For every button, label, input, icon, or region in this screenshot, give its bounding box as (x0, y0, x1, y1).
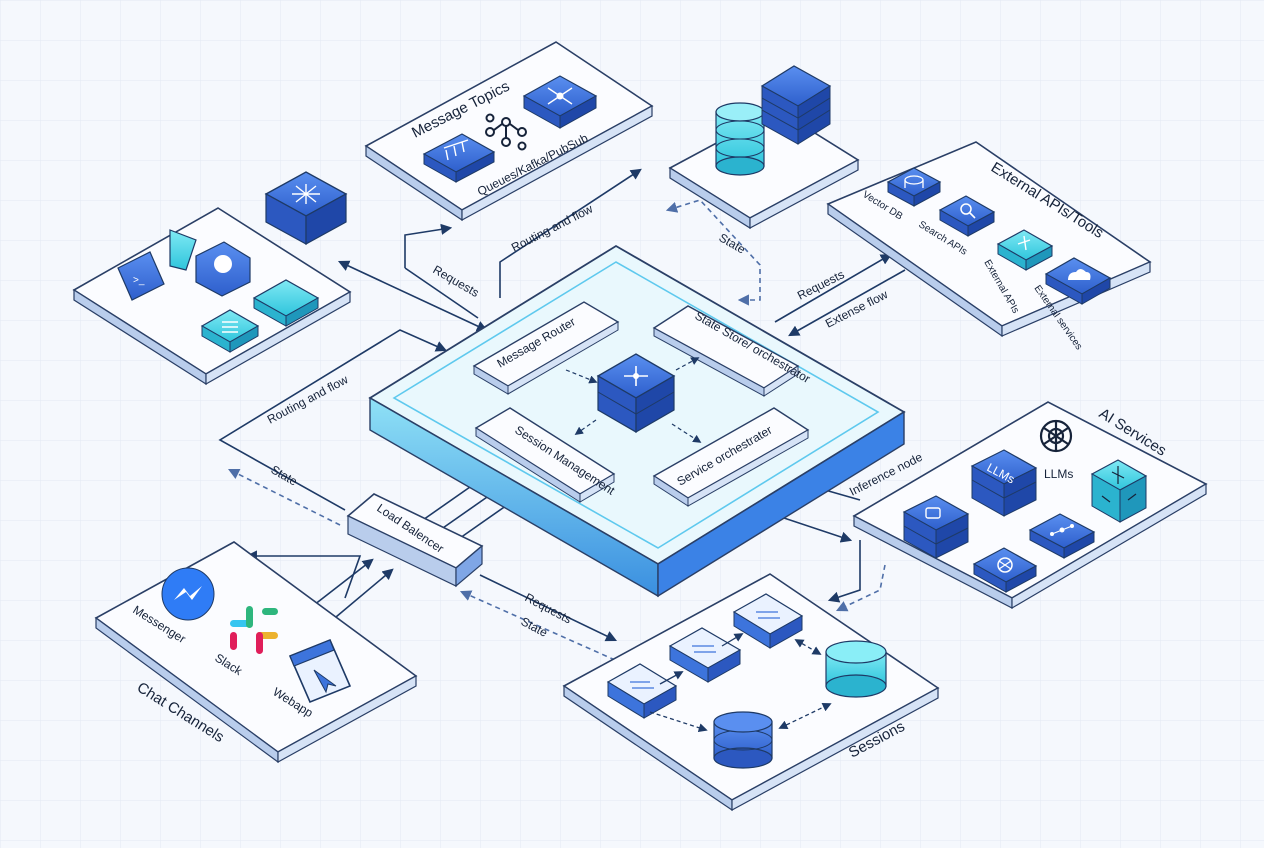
ai-services-panel: AI Services LLMs LLMs (852, 401, 1208, 610)
openai-chip-icon (972, 547, 1038, 593)
arrow-chat-to-lb-2 (329, 568, 394, 623)
slack-icon[interactable] (230, 606, 278, 654)
database-icon (886, 167, 942, 207)
session-doc-icon-3 (732, 593, 804, 649)
flag-icon (169, 229, 197, 271)
neural-cube-icon (1090, 459, 1148, 523)
chat-channels-panel: Messenger Slack Webapp Chat Channels (94, 541, 418, 764)
connectors (218, 168, 906, 661)
session-cyan-database-icon (825, 640, 887, 698)
load-balancer-box[interactable]: Load Balencer (346, 493, 484, 588)
arrow-lb-to-chat (245, 550, 362, 599)
arrow-tools-hub (337, 260, 489, 332)
hub-internal-arrows (565, 357, 702, 443)
queue-icon (422, 133, 496, 183)
arrow-ai-to-sessions (827, 540, 861, 603)
arrow-routing-top (499, 168, 642, 298)
server-stack-icon (760, 65, 832, 145)
search-icon (938, 195, 996, 237)
network-hub-icon (264, 171, 348, 246)
openai-logo-icon (1039, 419, 1073, 453)
arrow-requests-sessions (479, 574, 618, 642)
arrow-extense-flow (788, 269, 906, 337)
arrow-state-db (665, 199, 761, 306)
router-hub-icon (596, 353, 676, 434)
robot-icon (902, 495, 970, 559)
sparkle-icon (996, 229, 1054, 271)
arrow-topics-hub-line (404, 267, 479, 319)
arrow-state-sessions (459, 590, 616, 661)
list-icon (200, 309, 260, 353)
arrow-ai-sessions-dashed (835, 564, 886, 612)
module-service-orchestrater[interactable]: Service orchestrater (652, 407, 810, 507)
arrow-hub-to-topics (404, 223, 453, 268)
chat-bubble-icon (195, 241, 251, 297)
terminal-icon: >_ (117, 251, 165, 301)
session-arrows (649, 633, 832, 733)
document-icon (252, 279, 320, 327)
cloud-icon (1044, 257, 1112, 305)
core-hub-platform: Message Router State Store/ orchestrator… (368, 244, 906, 598)
session-doc-icon-1 (606, 663, 678, 719)
svg-text:>_: >_ (133, 275, 145, 286)
tools-cluster-panel: >_ (72, 207, 352, 386)
cylinder-database-icon (715, 102, 765, 176)
arrow-state-left (227, 468, 341, 526)
database-cluster-panel (668, 65, 860, 230)
kafka-icon (485, 113, 527, 151)
arrow-routing-left (218, 329, 448, 511)
pubsub-network-icon (522, 75, 598, 129)
network-icon (1028, 513, 1096, 559)
sessions-panel: Sessions (562, 573, 940, 812)
session-blue-database-icon (713, 711, 773, 769)
webapp-cursor-icon[interactable] (288, 638, 352, 704)
session-doc-icon-2 (668, 627, 742, 683)
messenger-icon[interactable] (161, 567, 215, 621)
arrow-requests-external (774, 253, 892, 323)
ai-llms-label: LLMs (1044, 467, 1073, 481)
llms-chip-stack: LLMs (970, 449, 1038, 517)
